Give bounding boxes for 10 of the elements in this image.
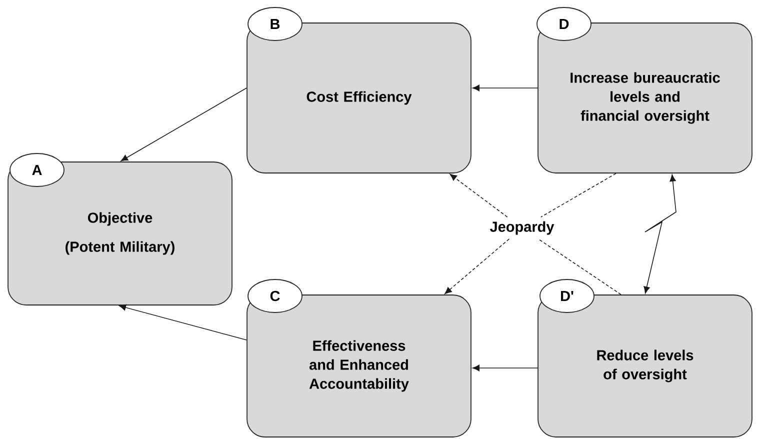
zigzag-arrow xyxy=(644,174,676,294)
arrow xyxy=(119,304,247,340)
arrow xyxy=(120,88,247,162)
dashed-arrow xyxy=(444,238,510,294)
arrow xyxy=(472,84,538,92)
arrow xyxy=(472,364,538,372)
text-label: Jeopardy xyxy=(490,221,554,235)
dashed-arrow xyxy=(450,174,508,218)
dashed-line xyxy=(538,238,622,295)
dashed-line xyxy=(540,173,616,218)
